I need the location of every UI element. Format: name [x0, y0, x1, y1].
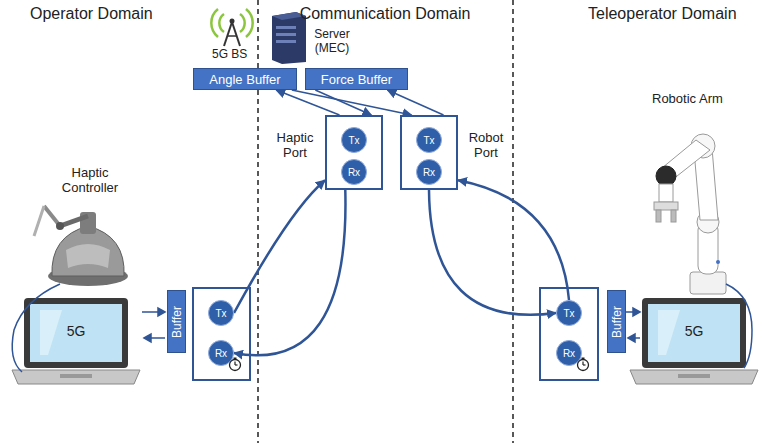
domain-title: Teleoperator Domain: [588, 5, 737, 23]
device-label: Server (MEC): [309, 28, 355, 56]
node-text: Tx: [563, 308, 574, 319]
screen-text: 5G: [674, 323, 714, 339]
buffer-box: Force Buffer: [305, 68, 408, 90]
node-text: Rx: [563, 348, 575, 359]
buffer-box: Angle Buffer: [193, 68, 297, 90]
port-label: Haptic Port: [269, 131, 321, 161]
cable: [12, 284, 60, 372]
node-text: Force Buffer: [321, 72, 392, 87]
connector: [458, 180, 569, 300]
node-text: Rx: [423, 167, 435, 178]
stopwatch-icon: [576, 357, 590, 371]
domain-divider: [512, 0, 514, 443]
base-station-icon: [211, 9, 252, 46]
laptop-icon: [12, 298, 140, 384]
stopwatch-icon: [228, 357, 242, 371]
tx-circle: Tx: [341, 127, 367, 153]
tx-circle: Tx: [416, 127, 442, 153]
domain-title: Communication Domain: [295, 5, 475, 23]
buffer-bar: Buffer: [607, 290, 626, 353]
device-label: Robotic Arm: [652, 92, 723, 107]
port-label: Robot Port: [462, 131, 510, 161]
connector: [234, 190, 345, 355]
connector: [429, 190, 556, 315]
buffer-bar: Buffer: [167, 290, 186, 353]
robotic-arm-icon: [654, 134, 726, 294]
node-text: Buffer: [170, 306, 184, 338]
rx-circle: Rx: [416, 159, 442, 185]
port-box: Robot PortTxRx: [400, 115, 458, 190]
haptic-controller-icon: [34, 206, 128, 286]
cable: [726, 284, 752, 368]
connector: [315, 90, 371, 115]
port-box: Haptic PortTxRx: [325, 115, 383, 190]
domain-title: Operator Domain: [30, 5, 153, 23]
device-label: 5G BS: [212, 48, 247, 62]
node-text: Tx: [215, 308, 226, 319]
node-text: Tx: [348, 135, 359, 146]
tx-circle: Tx: [208, 300, 234, 326]
node-text: Angle Buffer: [209, 72, 280, 87]
rx-circle: Rx: [341, 159, 367, 185]
domain-divider: [257, 0, 259, 443]
rx-circle: Rx: [208, 340, 234, 366]
device-label: Haptic Controller: [52, 166, 128, 196]
rx-circle: Rx: [556, 340, 582, 366]
connector: [292, 90, 412, 115]
connector: [234, 180, 325, 313]
tx-circle: Tx: [556, 300, 582, 326]
screen-text: 5G: [56, 323, 96, 339]
node-text: Rx: [215, 348, 227, 359]
port-frame: [540, 288, 598, 380]
node-text: Buffer: [610, 306, 624, 338]
node-text: Rx: [348, 167, 360, 178]
laptop-icon: [630, 298, 758, 384]
node-text: Tx: [423, 135, 434, 146]
